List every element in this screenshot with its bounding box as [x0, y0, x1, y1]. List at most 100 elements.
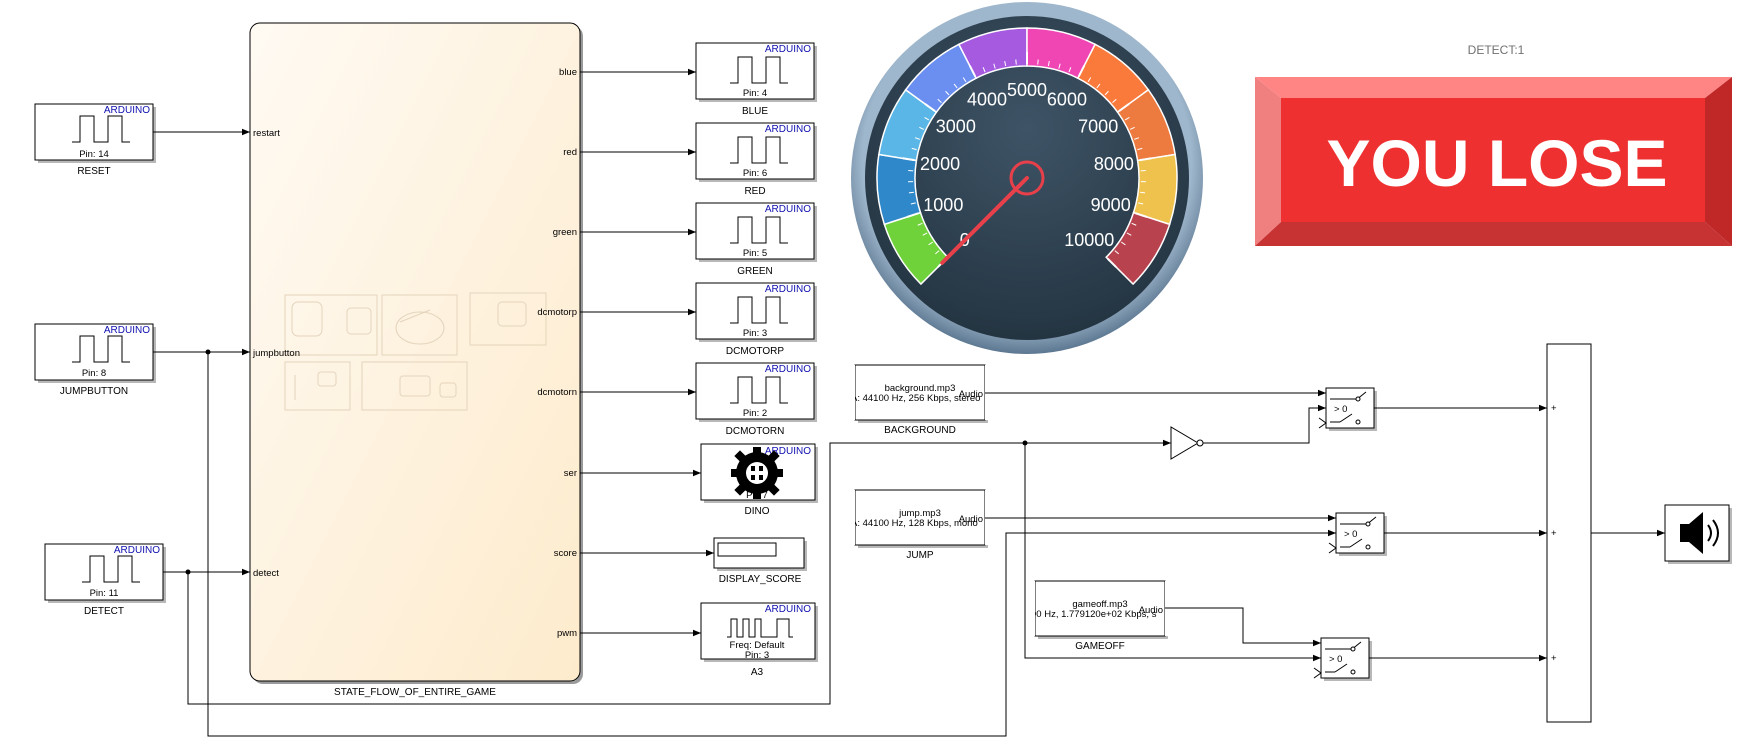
switch-2-block[interactable]: > 0 — [1335, 512, 1387, 556]
svg-text:> 0: > 0 — [1329, 654, 1342, 665]
gauge-tick-label: 7000 — [1078, 116, 1118, 136]
lose-text: YOU LOSE — [1326, 126, 1667, 200]
gauge-tick — [917, 222, 923, 226]
display-score-block[interactable]: DISPLAY_SCORE — [713, 537, 807, 585]
svg-text:ARDUINO: ARDUINO — [765, 44, 811, 55]
svg-text:A: 44100 Hz, 256 Kbps, stereo: A: 44100 Hz, 256 Kbps, stereo — [851, 393, 980, 404]
gauge-tick — [1118, 103, 1130, 112]
audio-device-block[interactable] — [1664, 504, 1732, 564]
svg-text:ARDUINO: ARDUINO — [104, 105, 150, 116]
svg-text:JUMP: JUMP — [906, 550, 934, 561]
gauge-tick-label: 5000 — [1007, 80, 1047, 100]
sum-block[interactable]: + + + — [1546, 343, 1592, 723]
svg-text:A3: A3 — [751, 667, 764, 678]
gauge-tick-label: 8000 — [1094, 154, 1134, 174]
gauge-tick — [1139, 157, 1152, 162]
svg-text:ARDUINO: ARDUINO — [765, 124, 811, 135]
switch-3-block[interactable]: > 0 — [1320, 637, 1372, 681]
svg-text:ARDUINO: ARDUINO — [765, 446, 811, 457]
svg-text:+: + — [1551, 653, 1557, 664]
svg-text:ser: ser — [564, 468, 577, 479]
svg-text:DINO: DINO — [745, 506, 770, 517]
svg-text:+: + — [1551, 403, 1557, 414]
dcmotorn-output-block[interactable]: ARDUINO Pin: 2 DCMOTORN — [695, 362, 817, 437]
chart-thumbnail — [284, 292, 547, 411]
gauge-tick-label: 1000 — [923, 195, 963, 215]
switch-1-block[interactable]: > 0 — [1325, 387, 1377, 431]
gauge-tick — [1137, 147, 1143, 151]
dino-servo-block[interactable]: ARDUINO Pin 7 DINO — [700, 443, 818, 517]
gauge-tick — [1068, 67, 1072, 73]
gauge-tick — [924, 116, 930, 121]
svg-text:jump.mp3: jump.mp3 — [898, 508, 941, 519]
gauge-tick — [937, 98, 942, 103]
gear-icon — [731, 447, 783, 499]
not-logic-block[interactable] — [1170, 426, 1204, 460]
gauge-tick — [1087, 77, 1092, 83]
gauge-tick-label: 6000 — [1047, 90, 1087, 110]
gauge-tick — [968, 65, 977, 77]
gauge-tick — [1135, 212, 1148, 218]
state-flow-chart[interactable]: restart jumpbutton detect blue red green… — [249, 22, 583, 698]
gauge-tick — [953, 83, 958, 89]
jumpbutton-input-block[interactable]: ARDUINO Pin: 8 JUMPBUTTON — [34, 323, 156, 397]
gauge-tick — [1129, 126, 1135, 130]
svg-text:RED: RED — [744, 186, 765, 197]
svg-text:Audio: Audio — [959, 514, 983, 525]
gauge-tick — [906, 212, 919, 218]
svg-text:Pin: 14: Pin: 14 — [79, 149, 109, 160]
svg-text:Pin 7: Pin 7 — [746, 490, 768, 501]
dcmotorp-output-block[interactable]: ARDUINO Pin: 3 DCMOTORP — [695, 282, 817, 357]
gauge-tick — [993, 63, 996, 69]
svg-text:jumpbutton: jumpbutton — [252, 348, 300, 359]
svg-text:Audio: Audio — [959, 389, 983, 400]
gauge-tick — [962, 77, 967, 83]
detect-input-block[interactable]: ARDUINO Pin: 11 DETECT — [44, 543, 166, 617]
gauge-tick — [911, 147, 917, 151]
gauge-tick — [908, 191, 914, 194]
lamp-caption: DETECT:1 — [1468, 43, 1525, 57]
gauge-tick — [1140, 191, 1146, 194]
jumpbutton-label: JUMPBUTTON — [60, 386, 128, 397]
gauge-tick — [1134, 137, 1140, 140]
svg-text:ARDUINO: ARDUINO — [104, 325, 150, 336]
reset-input-block[interactable]: ARDUINO Pin: 14 RESET — [34, 103, 156, 177]
background-audio-block[interactable]: background.mp3 A: 44100 Hz, 256 Kbps, st… — [843, 364, 1005, 436]
svg-text:ARDUINO: ARDUINO — [765, 204, 811, 215]
gauge-tick — [928, 241, 933, 246]
jump-audio-block[interactable]: jump.mp3 A: 44100 Hz, 128 Kbps, mono Aud… — [843, 489, 1005, 561]
gauge-tick — [1096, 83, 1101, 89]
svg-text:Pin: 8: Pin: 8 — [82, 368, 106, 379]
blue-output-block[interactable]: ARDUINO Pin: 4 BLUE — [695, 42, 817, 117]
svg-text:blue: blue — [559, 67, 577, 78]
gauge-tick — [1104, 90, 1109, 96]
rpm-gauge: 0100020003000400050006000700080009000100… — [851, 2, 1203, 354]
detect-label: DETECT — [84, 606, 124, 617]
gauge-tick — [1124, 116, 1130, 121]
green-output-block[interactable]: ARDUINO Pin: 5 GREEN — [695, 202, 817, 277]
gauge-tick — [1121, 241, 1126, 246]
svg-text:Pin: 3: Pin: 3 — [743, 328, 767, 339]
gauge-tick-label: 9000 — [1091, 195, 1131, 215]
gauge-tick — [914, 137, 920, 140]
svg-text:Pin: 2: Pin: 2 — [743, 408, 767, 419]
gauge-tick — [1047, 61, 1050, 67]
a3-pwm-block[interactable]: ARDUINO Freq: Default Pin: 3 A3 — [700, 602, 818, 678]
gauge-tick — [919, 126, 925, 130]
svg-text:pwm: pwm — [557, 628, 577, 639]
gauge-tick-label: 4000 — [967, 90, 1007, 110]
gauge-tick — [1138, 202, 1144, 205]
gauge-tick — [982, 67, 986, 73]
gameoff-audio-block[interactable]: gameoff.mp3 00 Hz, 1.779120e+02 Kbps, s … — [1023, 580, 1185, 652]
gauge-tick — [910, 202, 916, 205]
reset-label: RESET — [77, 166, 110, 177]
svg-text:red: red — [563, 147, 577, 158]
red-output-block[interactable]: ARDUINO Pin: 6 RED — [695, 122, 817, 197]
svg-text:Pin: 3: Pin: 3 — [745, 650, 769, 661]
svg-text:BACKGROUND: BACKGROUND — [884, 425, 956, 436]
svg-text:restart: restart — [253, 128, 280, 139]
svg-text:ARDUINO: ARDUINO — [765, 364, 811, 375]
chart-label: STATE_FLOW_OF_ENTIRE_GAME — [334, 687, 496, 698]
svg-text:ARDUINO: ARDUINO — [765, 284, 811, 295]
